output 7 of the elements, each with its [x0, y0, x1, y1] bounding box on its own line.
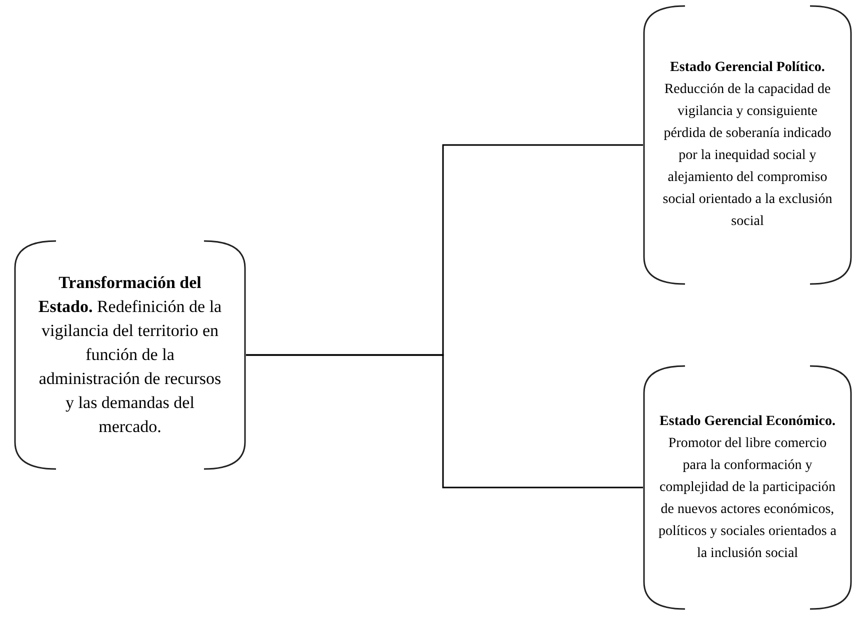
box-text: Estado Gerencial Político. Reducción de la capacidad de vigilancia y consiguiente pérdida de soberanía indicado por la inequidad social y alejamiento del compromiso social orientado a la exclusión social	[662, 59, 834, 231]
connector-line	[246, 354, 643, 488]
rounded-box	[643, 365, 852, 610]
rounded-box	[643, 5, 852, 285]
box-text: Transformación del Estado. Redefinición de la vigilancia del territorio en función de la administración de recursos y las demandas del mercado.	[37, 272, 223, 438]
rounded-box	[14, 240, 246, 470]
box-text: Estado Gerencial Económico. Promotor del libre comercio para la conformación y complejidad de la participación de nuevos actores económicos, políticos y sociales orientados a la inclusión social	[657, 412, 838, 562]
